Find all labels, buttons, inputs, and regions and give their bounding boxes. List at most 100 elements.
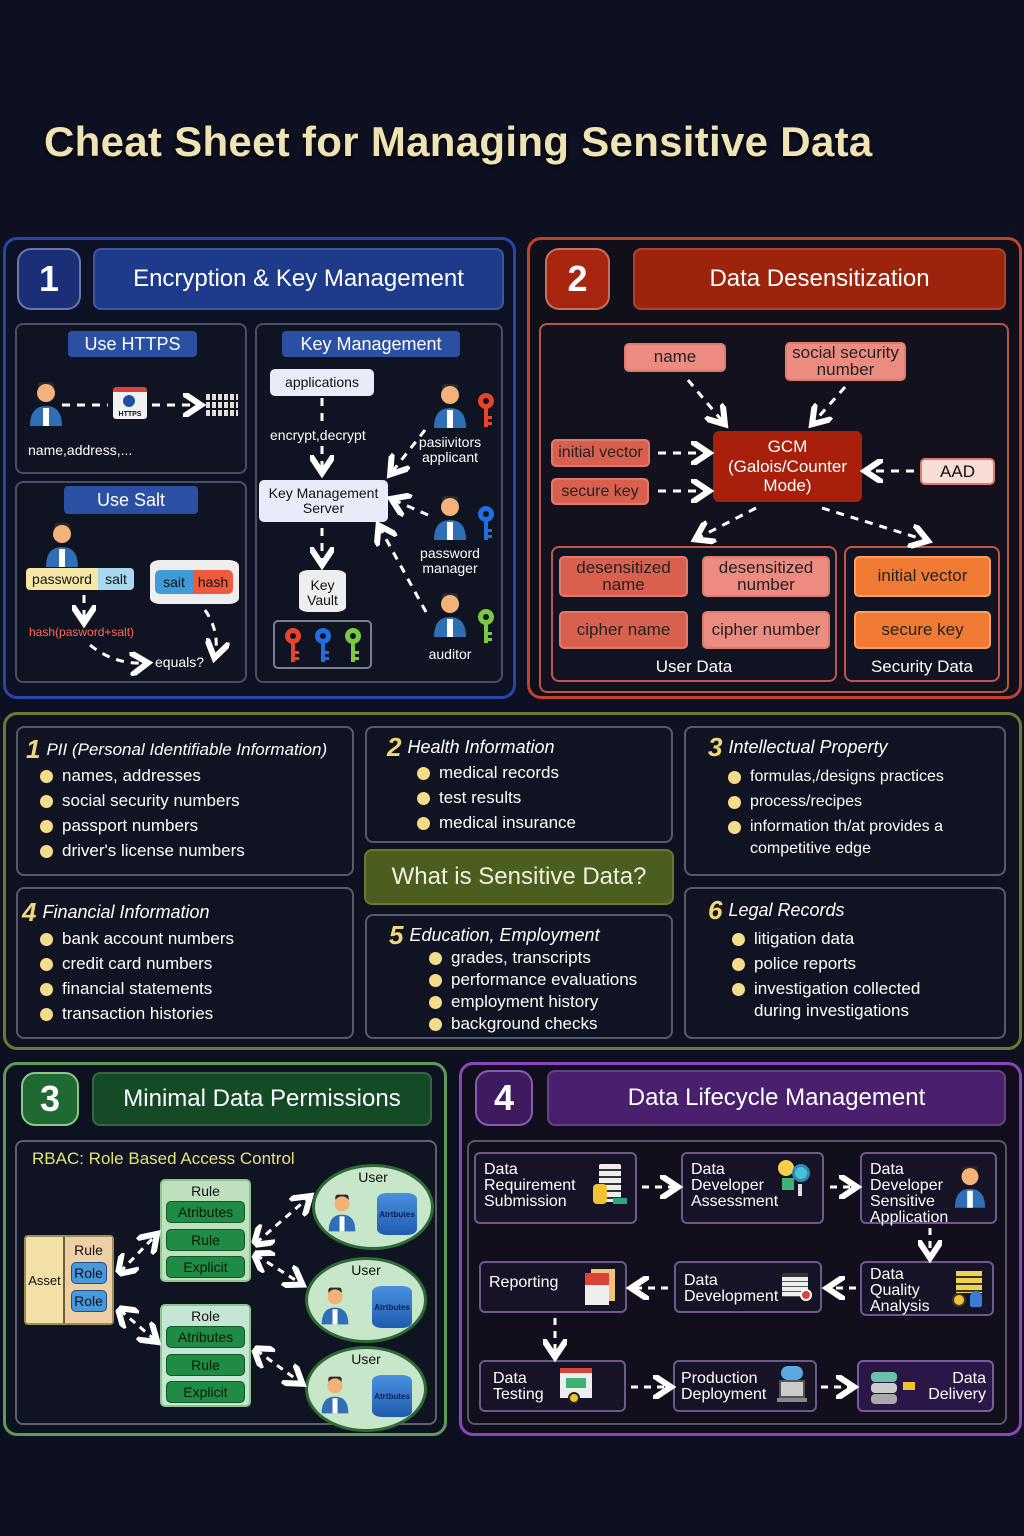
database-stack-icon bbox=[952, 1271, 984, 1309]
lifecycle-step-testing[interactable]: Data Testing bbox=[479, 1360, 626, 1412]
key-management-server: Key Management Server bbox=[259, 480, 388, 522]
list-item-continuation: during investigations bbox=[754, 1001, 909, 1020]
user-node: User Atrtbutes bbox=[305, 1346, 427, 1432]
auditor-person-icon bbox=[434, 593, 466, 637]
lifecycle-step-requirement[interactable]: Data Requirement Submission bbox=[474, 1152, 637, 1224]
salt-hash-database: sait hash bbox=[150, 560, 239, 604]
list-item: financial statements bbox=[40, 979, 234, 999]
salt-label: Use Salt bbox=[64, 486, 198, 514]
security-secure-key: secure key bbox=[854, 611, 991, 649]
list-item: transaction histories bbox=[40, 1004, 234, 1024]
section-title-lifecycle: Data Lifecycle Management bbox=[547, 1070, 1006, 1126]
user-person-icon bbox=[30, 382, 62, 426]
code-window-icon bbox=[782, 1273, 812, 1303]
person-icon bbox=[954, 1166, 986, 1208]
group-item-attributes: Atributes bbox=[166, 1326, 245, 1348]
password-field: password bbox=[26, 568, 98, 590]
user-node: User Atrtbutes bbox=[312, 1164, 434, 1250]
group-head: Role bbox=[191, 1308, 220, 1324]
user-person-icon bbox=[328, 1194, 356, 1232]
group-item-rule: Rule bbox=[166, 1354, 245, 1376]
list-item: information th/at provides a bbox=[728, 817, 944, 837]
list-item: bank account numbers bbox=[40, 929, 234, 949]
cipher-number: cipher number bbox=[702, 611, 830, 649]
list-item: names, addresses bbox=[40, 766, 245, 786]
page-title: Cheat Sheet for Managing Sensitive Data bbox=[44, 118, 873, 165]
group-item-explicit: Explicit bbox=[166, 1256, 245, 1278]
https-browser-icon: HTTPS bbox=[113, 387, 147, 419]
user-data-label: User Data bbox=[655, 657, 733, 676]
lifecycle-step-sensitive-application[interactable]: Data Developer Sensitive Application bbox=[860, 1152, 997, 1226]
attributes-database-icon: Atrtbutes bbox=[372, 1286, 412, 1328]
list-item: employment history bbox=[429, 992, 637, 1012]
list-item: process/recipes bbox=[728, 792, 944, 812]
password-manager-person-icon bbox=[434, 496, 466, 540]
list-item: medical records bbox=[417, 763, 576, 783]
param-initial-vector: initial vector bbox=[551, 439, 650, 467]
gcm-box: GCM (Galois/Counter Mode) bbox=[713, 431, 862, 502]
asset-label: Asset bbox=[26, 1237, 65, 1323]
attributes-database-icon: Atrtbutes bbox=[377, 1193, 417, 1235]
vault-key-icon bbox=[315, 628, 331, 662]
key-management-label: Key Management bbox=[282, 331, 460, 357]
rule-group: Rule Atributes Rule Explicit bbox=[160, 1179, 251, 1282]
sensitive-data-question: What is Sensitive Data? bbox=[364, 849, 674, 905]
role-label-applicant: pasiivitors applicant bbox=[418, 434, 482, 466]
list-item: background checks bbox=[429, 1014, 637, 1034]
desensitized-number: desensitized number bbox=[702, 556, 830, 597]
category-title: PII (Personal Identifiable Information) bbox=[46, 740, 328, 759]
lifecycle-step-assessment[interactable]: Data Developer Assessment bbox=[681, 1152, 824, 1224]
user-person-icon bbox=[46, 523, 78, 567]
role-label-auditor: auditor bbox=[428, 646, 472, 662]
list-item: test results bbox=[417, 788, 576, 808]
cloud-laptop-icon bbox=[777, 1366, 807, 1406]
asset-role: Role bbox=[70, 1290, 107, 1312]
report-icon bbox=[585, 1269, 617, 1307]
user-person-icon bbox=[321, 1376, 349, 1414]
hash-formula: hash(pasword+salt) bbox=[29, 625, 135, 639]
list-item: social security numbers bbox=[40, 791, 245, 811]
list-item-continuation: competitive edge bbox=[750, 840, 871, 857]
applicant-person-icon bbox=[434, 384, 466, 428]
lifecycle-step-quality[interactable]: Data Quality Analysis bbox=[860, 1261, 994, 1316]
list-item: credit card numbers bbox=[40, 954, 234, 974]
lifecycle-step-deployment[interactable]: Production Deployment bbox=[673, 1360, 817, 1412]
category-number: 5 bbox=[389, 920, 404, 950]
lifecycle-step-delivery[interactable]: Data Delivery bbox=[857, 1360, 994, 1412]
encrypt-decrypt-label: encrypt,decrypt bbox=[270, 427, 366, 443]
rbac-subtitle: RBAC: Role Based Access Control bbox=[32, 1149, 295, 1168]
asset-rule-head: Rule bbox=[74, 1242, 103, 1258]
https-caption: name,address,... bbox=[28, 442, 133, 458]
category-title: Education, Employment bbox=[409, 925, 600, 945]
user-node: User Atrtbutes bbox=[305, 1257, 427, 1343]
server-icon bbox=[206, 394, 238, 418]
role-label-password-manager: password manager bbox=[420, 545, 480, 577]
list-item: medical insurance bbox=[417, 813, 576, 833]
list-item: formulas,/designs practices bbox=[728, 767, 944, 787]
category-number: 2 bbox=[387, 732, 402, 762]
vault-key-icon bbox=[345, 628, 361, 662]
list-item: grades, transcripts bbox=[429, 948, 637, 968]
arrow-icon bbox=[903, 1382, 915, 1390]
section-number-3: 3 bbox=[21, 1072, 79, 1126]
section-title-permissions: Minimal Data Permissions bbox=[92, 1072, 432, 1126]
list-item: passport numbers bbox=[40, 816, 245, 836]
asset-box: Asset Rule Role Role bbox=[24, 1235, 114, 1325]
list-item: litigation data bbox=[732, 929, 920, 949]
security-data-label: Security Data bbox=[870, 657, 974, 676]
lifecycle-step-reporting[interactable]: Reporting bbox=[479, 1261, 627, 1313]
group-item-attributes: Atributes bbox=[166, 1201, 245, 1223]
list-item: police reports bbox=[732, 954, 920, 974]
category-title: Financial Information bbox=[42, 902, 210, 922]
equals-label: equals? bbox=[155, 654, 205, 670]
salt-field: salt bbox=[98, 568, 134, 590]
group-item-explicit: Explicit bbox=[166, 1381, 245, 1403]
testing-board-icon bbox=[560, 1368, 596, 1408]
lifecycle-step-development[interactable]: Data Development bbox=[674, 1261, 822, 1313]
